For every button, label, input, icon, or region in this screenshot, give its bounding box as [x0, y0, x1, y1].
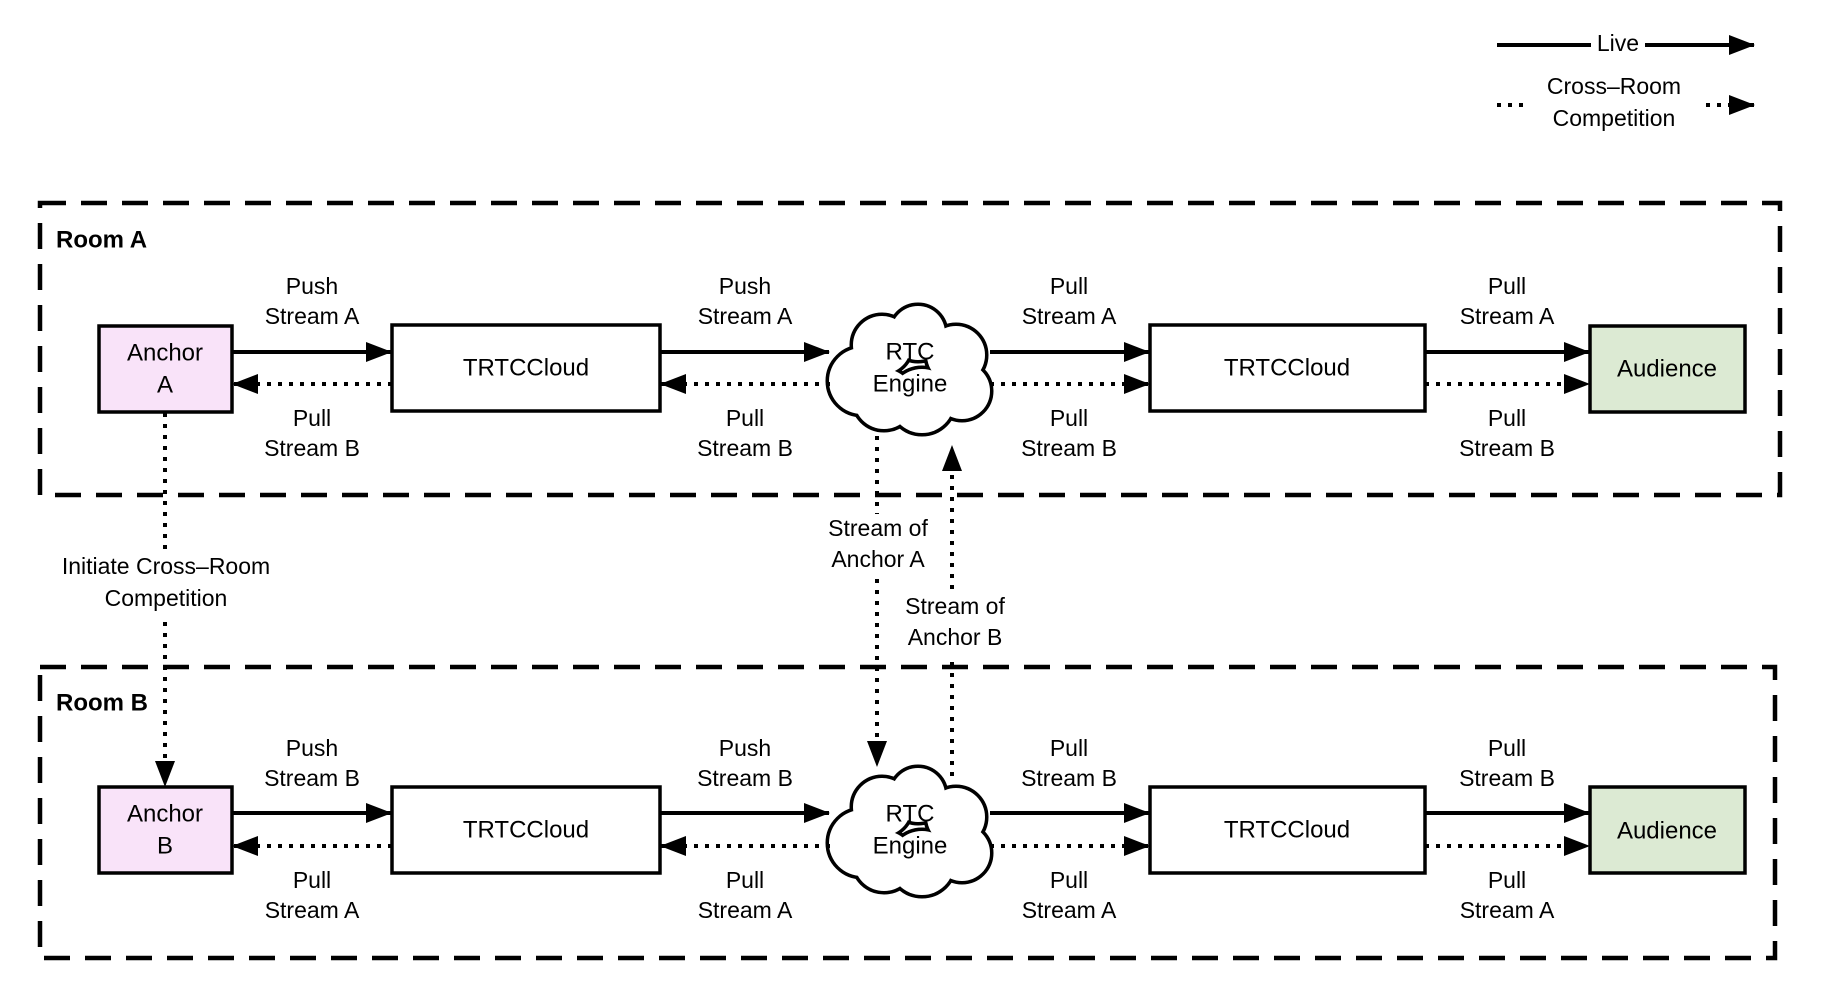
room-a-anchor-pull-label-line1: Pull [293, 405, 331, 431]
trtccloud-b-left-node [390, 785, 662, 875]
room-a-title: Room A [56, 226, 147, 253]
stream-of-anchor-a-label-line1: Stream of [828, 515, 928, 541]
room-a-left-push-label-line2: Stream A [698, 303, 793, 329]
room-b-left-pull-label-line1: Pull [726, 867, 764, 893]
trtccloud-b-right-node [1148, 785, 1427, 875]
room-a-right-pull-live-label-line2: Stream A [1022, 303, 1117, 329]
room-b-anchor-push-label-line2: Stream B [264, 765, 360, 791]
room-b-right-pull-live-label-line2: Stream B [1021, 765, 1117, 791]
room-b-border [37, 664, 1778, 961]
stream-of-anchor-b-label-bg [884, 592, 1028, 656]
room-a-right-pull-cross-label-line2: Stream B [1021, 435, 1117, 461]
room-a-left-pull-label-line1: Pull [726, 405, 764, 431]
room-b-audience-pull-live-label-line1: Pull [1488, 735, 1526, 761]
rtc-engine-a-label-line2: Engine [873, 370, 948, 397]
room-a-anchor-pull-label-line2: Stream B [264, 435, 360, 461]
anchor-b-node [97, 785, 234, 875]
initiate-label-bg [58, 552, 278, 616]
legend-cross-room-label-bg [1528, 72, 1700, 134]
rtc-engine-a-label-line1: RTC [886, 338, 935, 365]
room-b-anchor-pull-label-line1: Pull [293, 867, 331, 893]
room-b-left-push-label-line1: Push [719, 735, 771, 761]
anchor-a-label-line2: A [157, 371, 173, 398]
room-a-anchor-push-label-line1: Push [286, 273, 338, 299]
room-a-border [37, 200, 1783, 498]
room-b-title: Room B [56, 689, 148, 716]
room-b-audience-pull-cross-label-line2: Stream A [1460, 897, 1555, 923]
room-a-audience-pull-live-label-line1: Pull [1488, 273, 1526, 299]
room-b-audience-pull-cross-label-line1: Pull [1488, 867, 1526, 893]
stream-of-anchor-a-label-line2: Anchor A [831, 546, 925, 572]
trtccloud-b-left-label: TRTCCloud [463, 816, 589, 843]
room-a-left-push-label-line1: Push [719, 273, 771, 299]
room-b-right-pull-live-label-line1: Pull [1050, 735, 1088, 761]
stream-of-anchor-b-label-line2: Anchor B [908, 624, 1003, 650]
cross-room-connectors: Initiate Cross–Room Competition Stream o… [58, 413, 1028, 787]
room-a-audience-pull-cross-label-line1: Pull [1488, 405, 1526, 431]
room-a-left-pull-label-line2: Stream B [697, 435, 793, 461]
legend-live-label-bg [1591, 30, 1645, 60]
anchor-a-node [97, 324, 234, 414]
anchor-a-label-line1: Anchor [127, 339, 203, 366]
legend-cross-room-label-line1: Cross–Room [1547, 73, 1681, 99]
room-a-anchor-push-label-line2: Stream A [265, 303, 360, 329]
room-a: Room A Anchor A TRTCCloud RTC Engine TRT… [37, 200, 1783, 498]
room-b-left-pull-label-line2: Stream A [698, 897, 793, 923]
stream-of-anchor-a-label-bg [806, 514, 946, 578]
room-a-right-pull-cross-label-line1: Pull [1050, 405, 1088, 431]
initiate-label-line1: Initiate Cross–Room [62, 553, 270, 579]
rtc-engine-b-label-line1: RTC [886, 800, 935, 827]
room-b-anchor-push-label-line1: Push [286, 735, 338, 761]
trtccloud-a-left-node [390, 323, 662, 413]
room-b-audience-pull-live-label-line2: Stream B [1459, 765, 1555, 791]
rtc-engine-b-label-line2: Engine [873, 832, 948, 859]
room-b-left-push-label-line2: Stream B [697, 765, 793, 791]
room-b: Room B Anchor B TRTCCloud RTC Engine TRT… [37, 664, 1778, 961]
audience-b-label: Audience [1617, 817, 1717, 844]
room-a-audience-pull-live-label-line2: Stream A [1460, 303, 1555, 329]
stream-of-anchor-b-label-line1: Stream of [905, 593, 1005, 619]
room-a-audience-pull-cross-label-line2: Stream B [1459, 435, 1555, 461]
trtccloud-b-right-label: TRTCCloud [1224, 816, 1350, 843]
anchor-b-label-line2: B [157, 832, 173, 859]
trtccloud-a-right-label: TRTCCloud [1224, 354, 1350, 381]
legend-cross-room-label-line2: Competition [1553, 105, 1676, 131]
legend: Live Cross–Room Competition [1497, 30, 1755, 134]
room-b-right-pull-cross-label-line1: Pull [1050, 867, 1088, 893]
room-b-anchor-pull-label-line2: Stream A [265, 897, 360, 923]
legend-live-label: Live [1597, 30, 1639, 56]
trtccloud-a-left-label: TRTCCloud [463, 354, 589, 381]
trtccloud-a-right-node [1148, 323, 1427, 413]
initiate-label-line2: Competition [105, 585, 228, 611]
audience-a-node [1588, 324, 1747, 414]
anchor-b-label-line1: Anchor [127, 800, 203, 827]
audience-a-label: Audience [1617, 355, 1717, 382]
room-a-right-pull-live-label-line1: Pull [1050, 273, 1088, 299]
room-b-right-pull-cross-label-line2: Stream A [1022, 897, 1117, 923]
audience-b-node [1588, 785, 1747, 875]
